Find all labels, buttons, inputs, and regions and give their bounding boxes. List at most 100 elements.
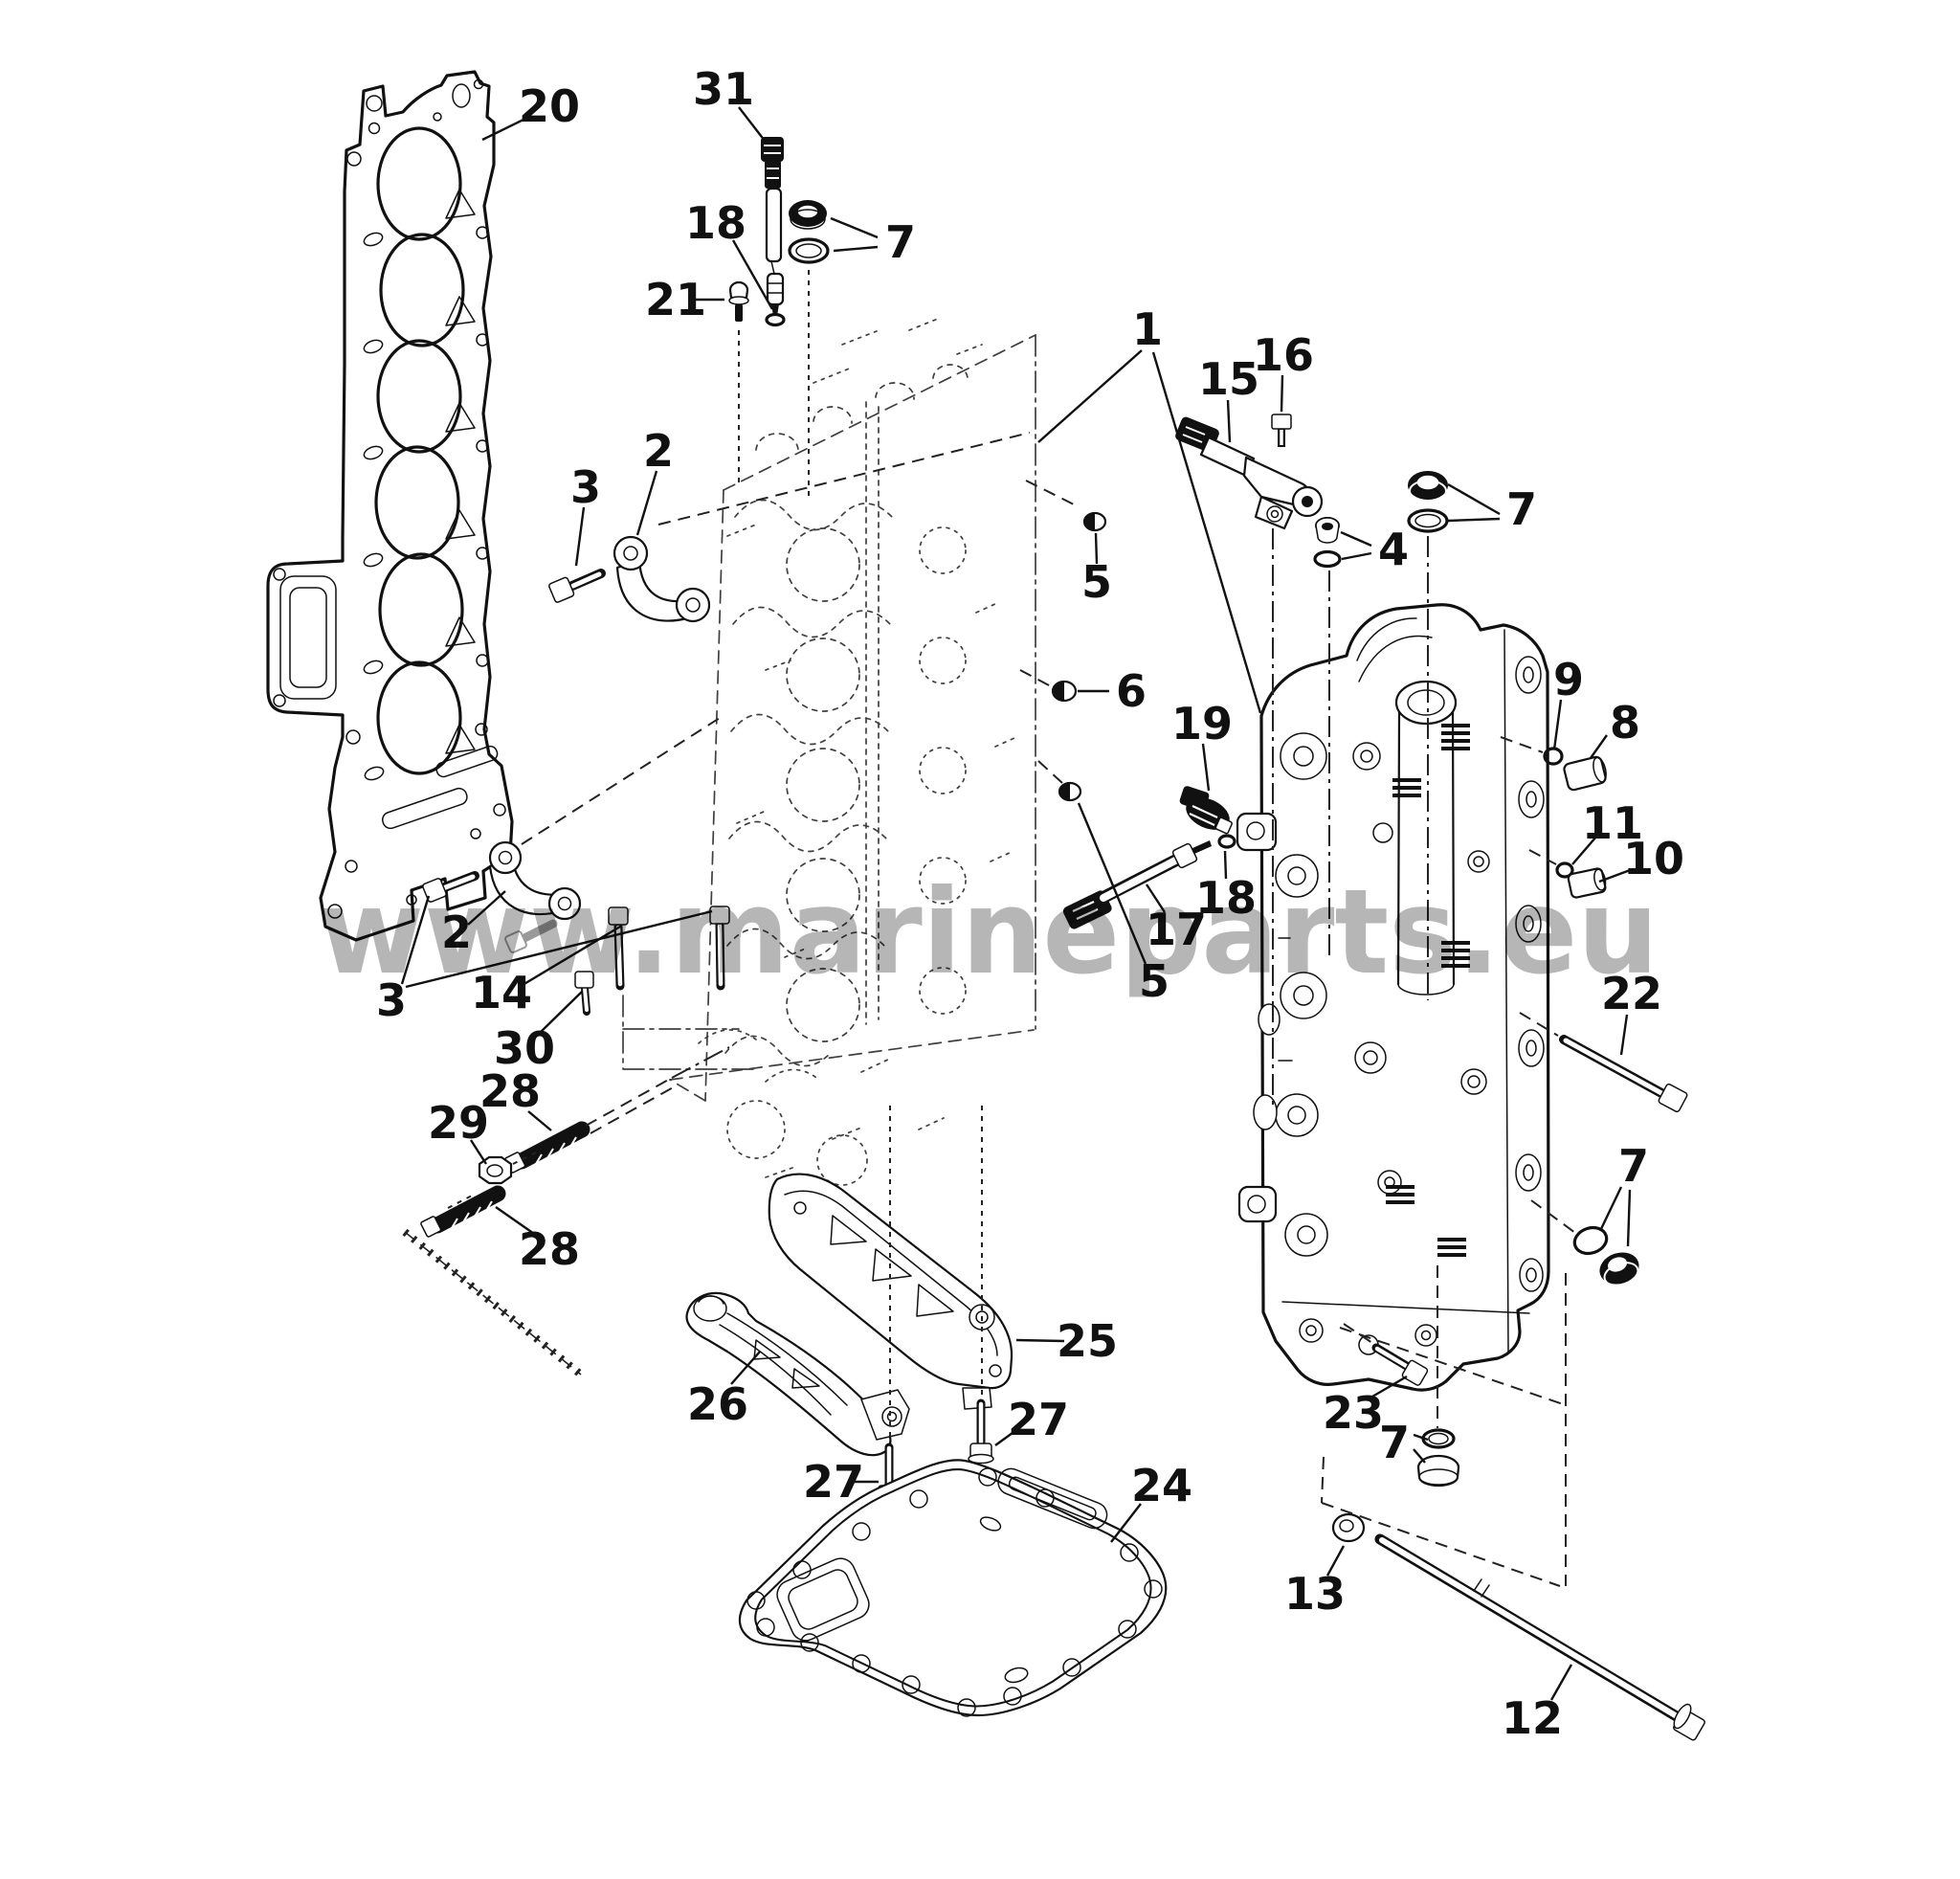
leader-line-7 [1413, 1448, 1426, 1464]
part-21-fitting [728, 280, 749, 322]
leader-line-26 [730, 1351, 761, 1385]
callout-9: 9 [1553, 654, 1584, 705]
callout-20: 20 [519, 80, 580, 132]
head-left-mount-tabs [1236, 812, 1281, 1223]
part-24-gasket [738, 1459, 1168, 1717]
part-7-seal-top [788, 200, 830, 264]
leader-line-2 [467, 890, 506, 926]
callout-22: 22 [1601, 968, 1662, 1019]
hidden-stud-hatch-line [402, 1228, 584, 1378]
part-4-grommet-and-oring [1313, 517, 1342, 569]
part-13-washer [1331, 1512, 1366, 1543]
leader-line-12 [1549, 1664, 1573, 1701]
projection-lines [447, 270, 1576, 1587]
sensor-cluster [1051, 414, 1449, 929]
leader-line-17 [1145, 884, 1167, 913]
leader-line-15 [1226, 399, 1232, 443]
callout-2: 2 [441, 906, 472, 958]
callout-26: 26 [687, 1378, 748, 1430]
part-29-nut [478, 1155, 513, 1185]
callout-21: 21 [645, 274, 706, 325]
part-19-cam-sensor [1179, 786, 1236, 849]
leader-line-16 [1280, 374, 1284, 413]
leader-line-7 [1598, 1186, 1623, 1232]
leader-line-7 [1447, 517, 1501, 523]
leader-line-7 [1413, 1433, 1429, 1442]
leader-line-25 [1015, 1338, 1065, 1343]
part-28-stud-upper [504, 1121, 590, 1174]
callout-15: 15 [1198, 353, 1259, 405]
part-cylinder-head [1236, 603, 1550, 1392]
part-14-bolt [608, 906, 629, 991]
leader-line-18 [731, 239, 774, 310]
callout-17: 17 [1146, 904, 1207, 955]
leader-line-1 [1151, 351, 1262, 714]
stud-cluster [402, 1121, 590, 1378]
callout-3: 3 [570, 461, 601, 513]
leader-line-9 [1552, 699, 1563, 750]
leader-line-7 [1447, 482, 1501, 516]
part-15-tensioner-sensor [1175, 416, 1324, 530]
callout-4: 4 [1378, 524, 1409, 575]
leader-line-24 [1110, 1503, 1142, 1543]
callout-14: 14 [471, 967, 532, 1018]
part-7-seal-right-upper [1407, 471, 1449, 533]
leader-line-5 [1077, 802, 1147, 965]
callout-5: 5 [1139, 955, 1169, 1007]
leader-line-14 [522, 925, 621, 987]
part-5-dowel-upper [1082, 511, 1107, 532]
ghost-bolt-installed [504, 919, 558, 953]
chain-guides [685, 1173, 1013, 1507]
dipstick-cluster [728, 137, 830, 327]
callout-27: 27 [803, 1456, 864, 1508]
callout-29: 29 [428, 1097, 489, 1149]
callout-18: 18 [685, 197, 746, 249]
link-and-bolt-cluster [422, 535, 730, 1016]
callout-11: 11 [1582, 797, 1643, 849]
part-31-sensor-assembly [761, 137, 786, 327]
cylinder-block-phantom [622, 318, 1036, 1186]
leader-line-28 [527, 1110, 552, 1131]
callout-30: 30 [494, 1022, 555, 1074]
callout-19: 19 [1171, 698, 1233, 749]
leader-line-18 [1223, 850, 1228, 880]
callout-27: 27 [1008, 1394, 1069, 1445]
leader-line-4 [1340, 530, 1372, 548]
part-27-bolt-right [968, 1398, 994, 1465]
part-11-oring [1555, 861, 1574, 879]
leader-line-31 [738, 106, 766, 142]
callout-23: 23 [1323, 1387, 1384, 1439]
callout-28: 28 [519, 1223, 580, 1275]
leader-line-20 [481, 117, 526, 142]
leader-line-7 [830, 216, 879, 239]
part-5-dowel-lower [1058, 781, 1082, 802]
part-28-stud-lower [420, 1185, 506, 1238]
callout-2: 2 [643, 425, 674, 477]
callout-3: 3 [376, 974, 407, 1026]
part-26-chain-guide [685, 1291, 910, 1457]
part-16-bolt [1271, 414, 1292, 447]
part-23-bolt [1371, 1343, 1429, 1386]
callout-7: 7 [1618, 1140, 1649, 1192]
leader-line-11 [1571, 836, 1597, 865]
callout-6: 6 [1116, 665, 1147, 717]
callout-12: 12 [1502, 1692, 1563, 1744]
callout-16: 16 [1253, 329, 1314, 381]
callout-5: 5 [1081, 556, 1112, 608]
leader-line-7 [833, 245, 879, 253]
right-small-parts [1331, 747, 1705, 1741]
watermark: www.marineparts.eu [319, 864, 1659, 1000]
leader-line-7 [1626, 1189, 1632, 1247]
part-20-head-gasket [266, 70, 514, 942]
leader-line-3 [400, 895, 431, 985]
part-6-cup-plug [1051, 680, 1078, 703]
part-12-long-bolt [1374, 1533, 1705, 1741]
leader-line-2 [635, 470, 658, 536]
leader-line-1 [1037, 349, 1143, 443]
part-30-bolt [574, 971, 594, 1016]
leader-line-5 [1094, 532, 1099, 565]
leader-line-29 [469, 1139, 488, 1165]
